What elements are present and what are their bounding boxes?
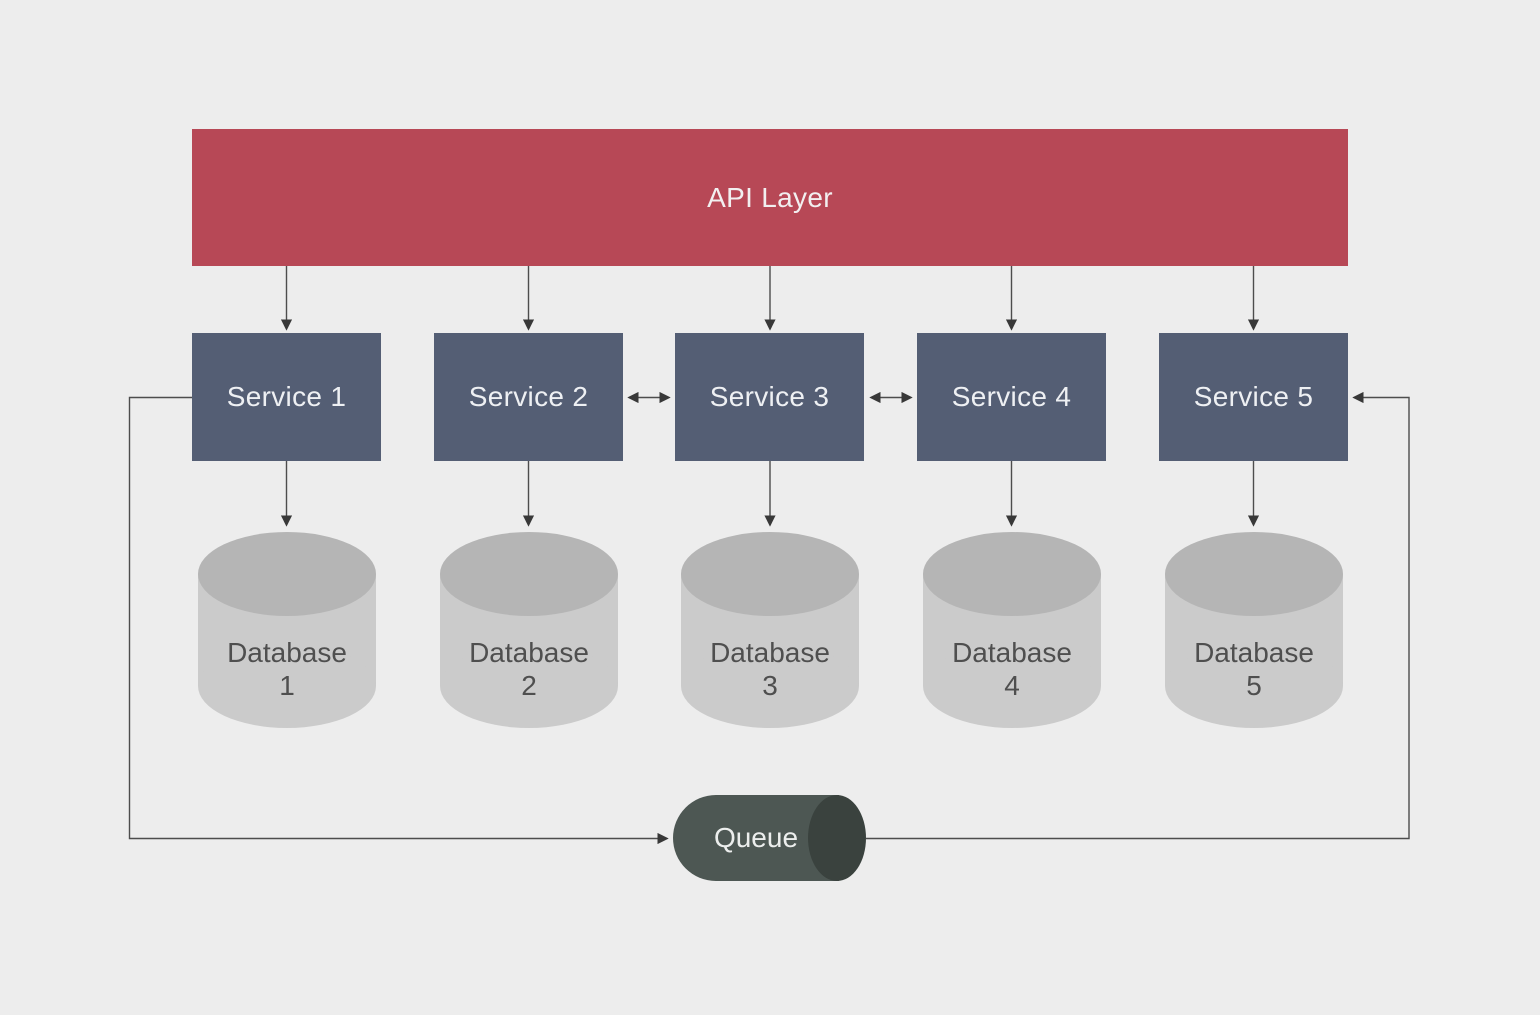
database-4-label: Database 4 <box>952 637 1072 701</box>
api-layer-node: API Layer <box>192 129 1348 266</box>
database-cylinder-top <box>1165 532 1343 616</box>
service-4-node: Service 4 <box>917 333 1106 461</box>
database-1-node: Database 1 <box>198 532 376 728</box>
service-2-node: Service 2 <box>434 333 623 461</box>
service-1-label: Service 1 <box>226 381 347 412</box>
queue-cylinder-cap <box>808 795 866 881</box>
arrow-service-1-to-queue <box>128 396 669 845</box>
database-2-node: Database 2 <box>440 532 618 728</box>
service-3-node: Service 3 <box>675 333 864 461</box>
database-cylinder-bottom <box>198 644 376 728</box>
database-cylinder-top <box>681 532 859 616</box>
queue-label: Queue <box>713 822 799 853</box>
service-5-label: Service 5 <box>1193 381 1314 412</box>
arrow-queue-to-service-5 <box>866 391 1410 840</box>
database-3-node: Database 3 <box>681 532 859 728</box>
database-cylinder-top <box>198 532 376 616</box>
database-cylinder-bottom <box>1165 644 1343 728</box>
database-4-node: Database 4 <box>923 532 1101 728</box>
service-2-label: Service 2 <box>468 381 589 412</box>
service-1-node: Service 1 <box>192 333 381 461</box>
database-cylinder-top <box>440 532 618 616</box>
database-3-label: Database 3 <box>710 637 830 701</box>
database-cylinder-bottom <box>440 644 618 728</box>
queue-node: Queue <box>673 795 866 881</box>
service-5-node: Service 5 <box>1159 333 1348 461</box>
database-cylinder-top <box>923 532 1101 616</box>
database-cylinder-bottom <box>681 644 859 728</box>
database-5-label: Database 5 <box>1194 637 1314 701</box>
service-3-label: Service 3 <box>709 381 830 412</box>
service-4-label: Service 4 <box>951 381 1072 412</box>
api-layer-label: API Layer <box>707 181 833 213</box>
database-2-label: Database 2 <box>469 637 589 701</box>
database-1-label: Database 1 <box>227 637 347 701</box>
database-5-node: Database 5 <box>1165 532 1343 728</box>
database-cylinder-bottom <box>923 644 1101 728</box>
